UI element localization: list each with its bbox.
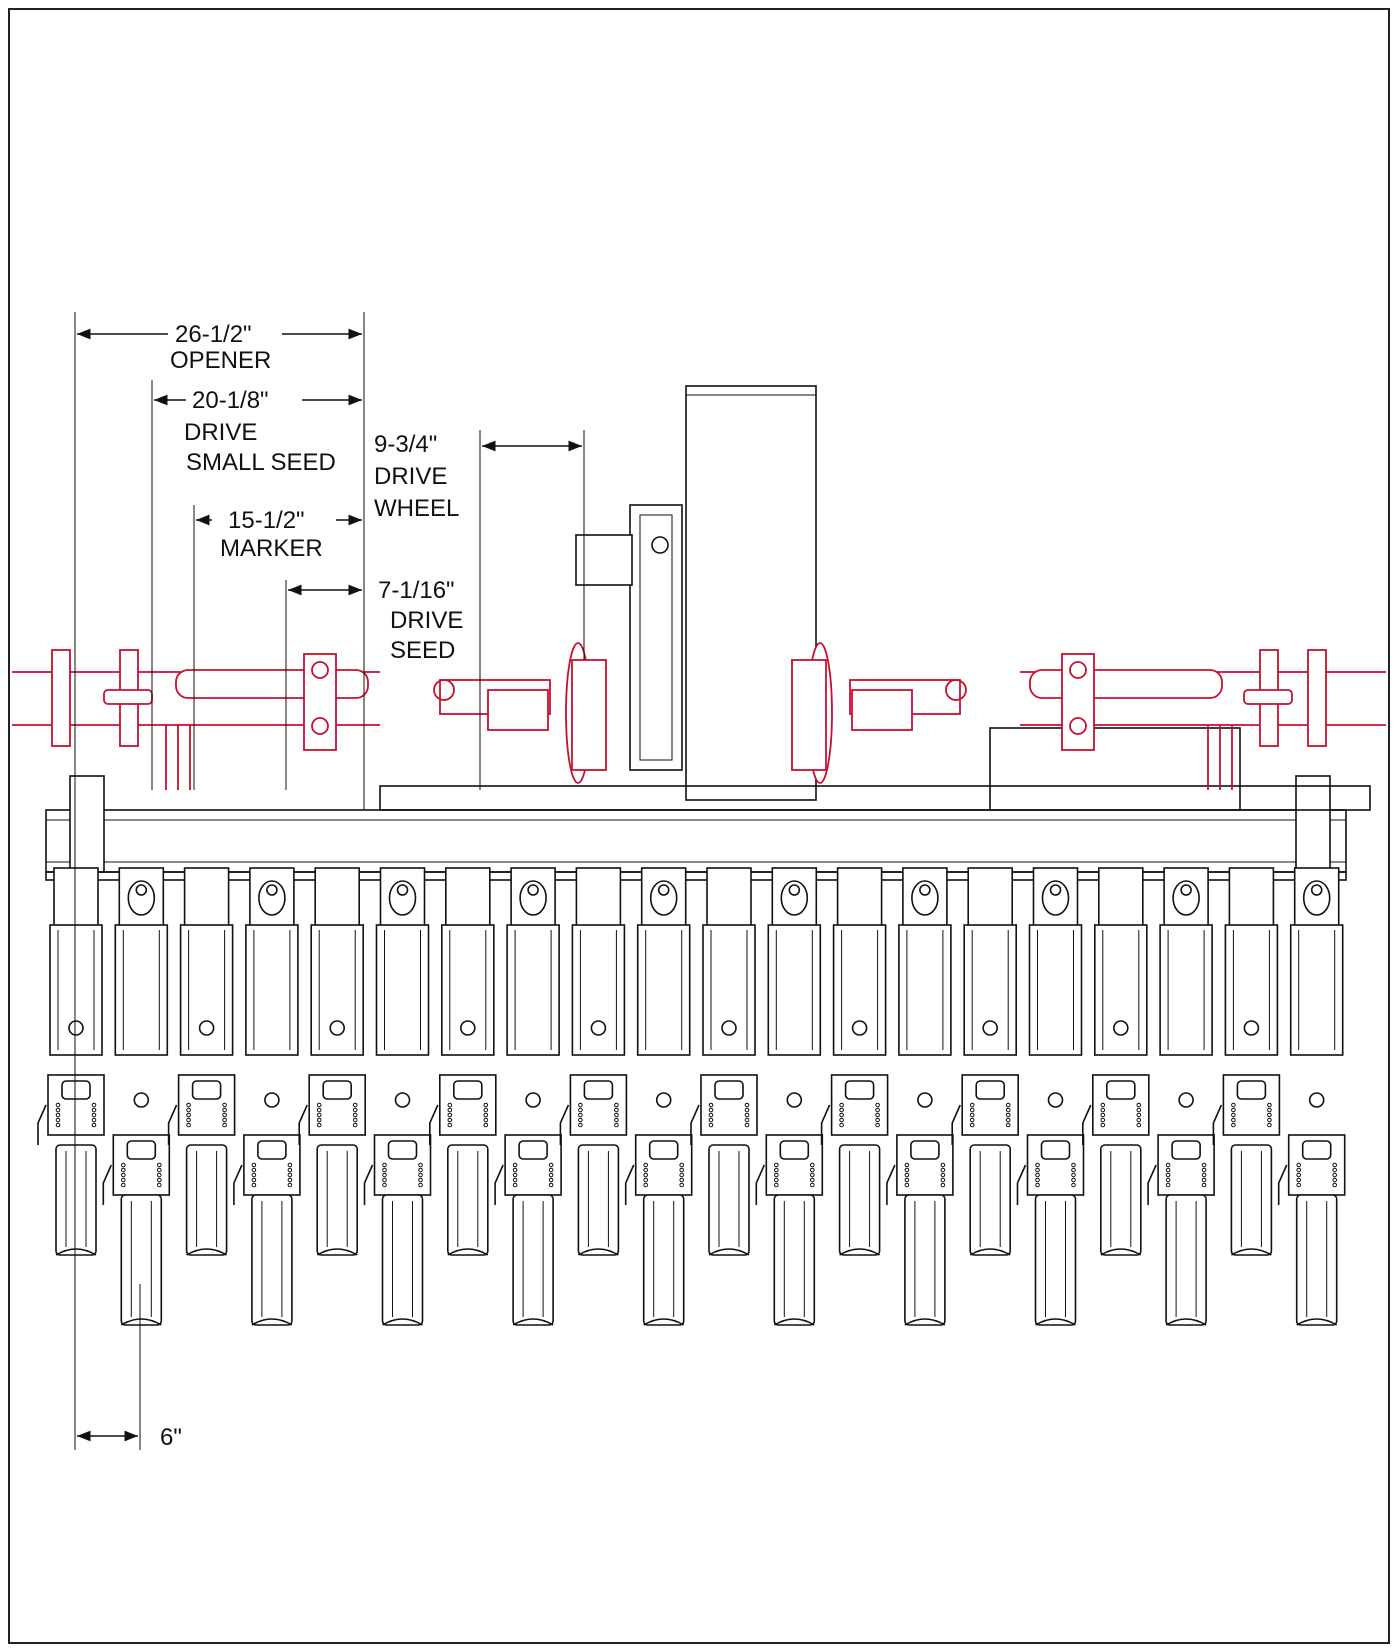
toolbar-beam — [45, 727, 1371, 881]
row-unit — [102, 867, 171, 1326]
drive-seed-dimension-value: 7-1/16" — [378, 577, 455, 604]
row-unit — [951, 867, 1020, 1256]
row-unit — [559, 867, 628, 1256]
row-unit — [233, 867, 301, 1326]
row-unit — [298, 867, 367, 1256]
row-unit — [37, 867, 105, 1256]
row-unit — [494, 867, 562, 1326]
opener-dimension-value: 26-1/2" — [175, 321, 252, 348]
row-spacing-dimension-value: 6" — [160, 1424, 182, 1451]
drive-wheel-label-line1: DRIVE — [374, 463, 447, 490]
marker-dimension-label: MARKER — [220, 535, 323, 562]
row-unit — [690, 867, 758, 1256]
extension-lines — [74, 312, 585, 1450]
left-marker-frame — [12, 642, 607, 790]
dimension-labels: 26-1/2" OPENER 20-1/8" DRIVE SMALL SEED … — [160, 321, 463, 1451]
marker-dimension-value: 15-1/2" — [228, 507, 305, 534]
drive-wheel-label-line2: WHEEL — [374, 495, 459, 522]
drive-seed-label-line1: DRIVE — [390, 607, 463, 634]
drive-small-seed-label-line1: DRIVE — [184, 419, 257, 446]
row-unit — [429, 867, 497, 1256]
drive-small-seed-dimension-value: 20-1/8" — [192, 387, 269, 414]
row-unit — [363, 867, 432, 1326]
drive-wheel — [575, 385, 817, 801]
right-marker-frame — [791, 642, 1386, 790]
row-unit — [820, 867, 889, 1256]
drawing-border — [8, 8, 1390, 1644]
drive-small-seed-label-line2: SMALL SEED — [186, 449, 336, 476]
opener-dimension-label: OPENER — [170, 347, 271, 374]
row-unit — [886, 867, 954, 1326]
row-unit — [1212, 867, 1281, 1256]
row-unit — [1082, 867, 1150, 1256]
row-unit — [167, 867, 236, 1256]
row-unit — [624, 867, 693, 1326]
row-unit — [1147, 867, 1215, 1326]
drive-wheel-dimension-value: 9-3/4" — [374, 431, 437, 458]
row-units — [37, 867, 1346, 1326]
dimension-arrows — [77, 328, 582, 1442]
row-unit — [1016, 867, 1085, 1326]
drive-seed-label-line2: SEED — [390, 637, 455, 664]
row-unit — [1277, 867, 1346, 1326]
row-unit — [755, 867, 824, 1326]
